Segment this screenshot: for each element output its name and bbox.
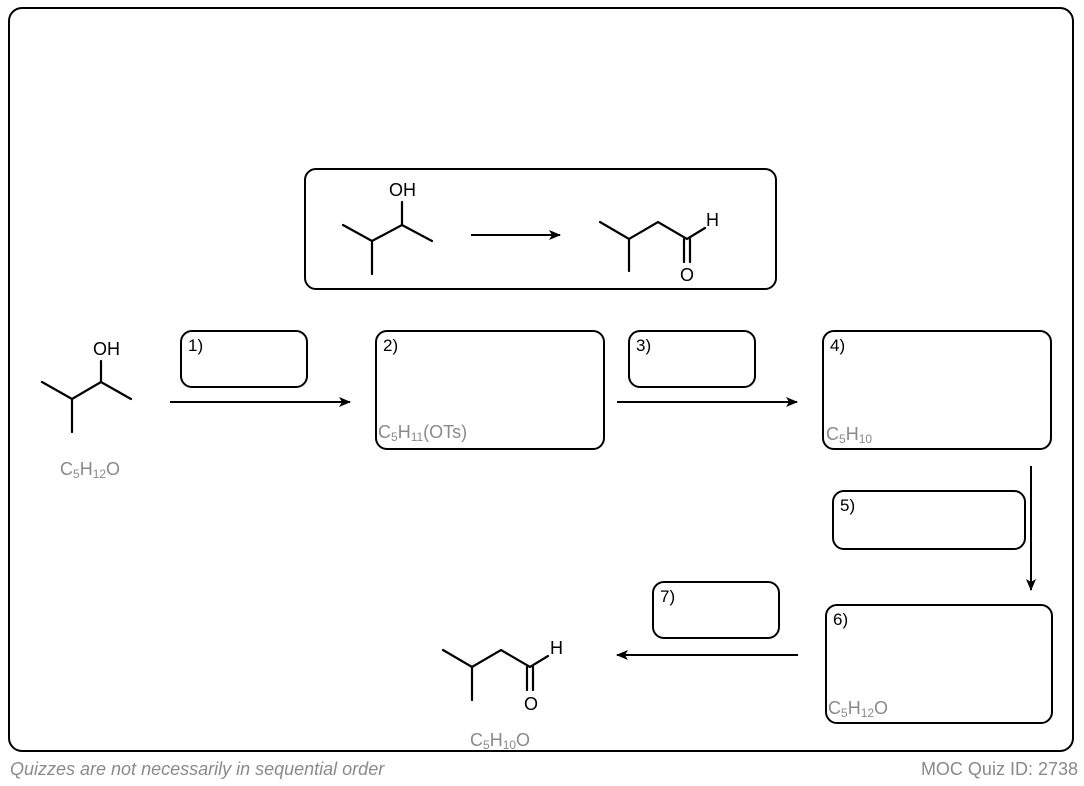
start-structure [40,359,133,434]
step-1-box[interactable]: 1) [180,330,308,388]
overview-oh-label: OH [389,180,416,200]
step-6-box[interactable]: 6) [825,604,1053,724]
overview-reactant-structure [341,200,434,276]
quiz-frame [8,7,1074,752]
start-oh-label: OH [93,339,120,359]
quiz-id: MOC Quiz ID: 2738 [920,759,1078,779]
step-7-label: 7) [660,587,676,606]
step-1-label: 1) [188,336,204,355]
step-4-formula: C5H10 [826,424,873,446]
step-2-label: 2) [383,336,399,355]
step-7-box[interactable]: 7) [652,581,780,639]
footer-note: Quizzes are not necessarily in sequentia… [10,759,385,779]
product-structure [441,648,550,702]
step-3-label: 3) [636,336,652,355]
product-formula: C5H10O [470,730,531,752]
product-h-label: H [550,638,563,658]
step-4-label: 4) [830,336,846,355]
start-formula: C5H12O [60,459,121,481]
overview-h-label: H [706,210,719,230]
step-3-box[interactable]: 3) [628,330,756,388]
step-5-label: 5) [840,496,856,515]
overview-o-label: O [680,265,694,285]
overview-box [304,168,777,290]
step-6-formula: C5H12O [828,698,889,720]
overview-product-structure [598,220,707,273]
step-6-label: 6) [833,610,849,629]
step-4-box[interactable]: 4) [822,330,1052,450]
product-o-label: O [524,694,538,714]
step-5-box[interactable]: 5) [832,490,1026,550]
step-2-box[interactable]: 2) [375,330,605,450]
step-2-formula: C5H11(OTs) [378,422,468,444]
